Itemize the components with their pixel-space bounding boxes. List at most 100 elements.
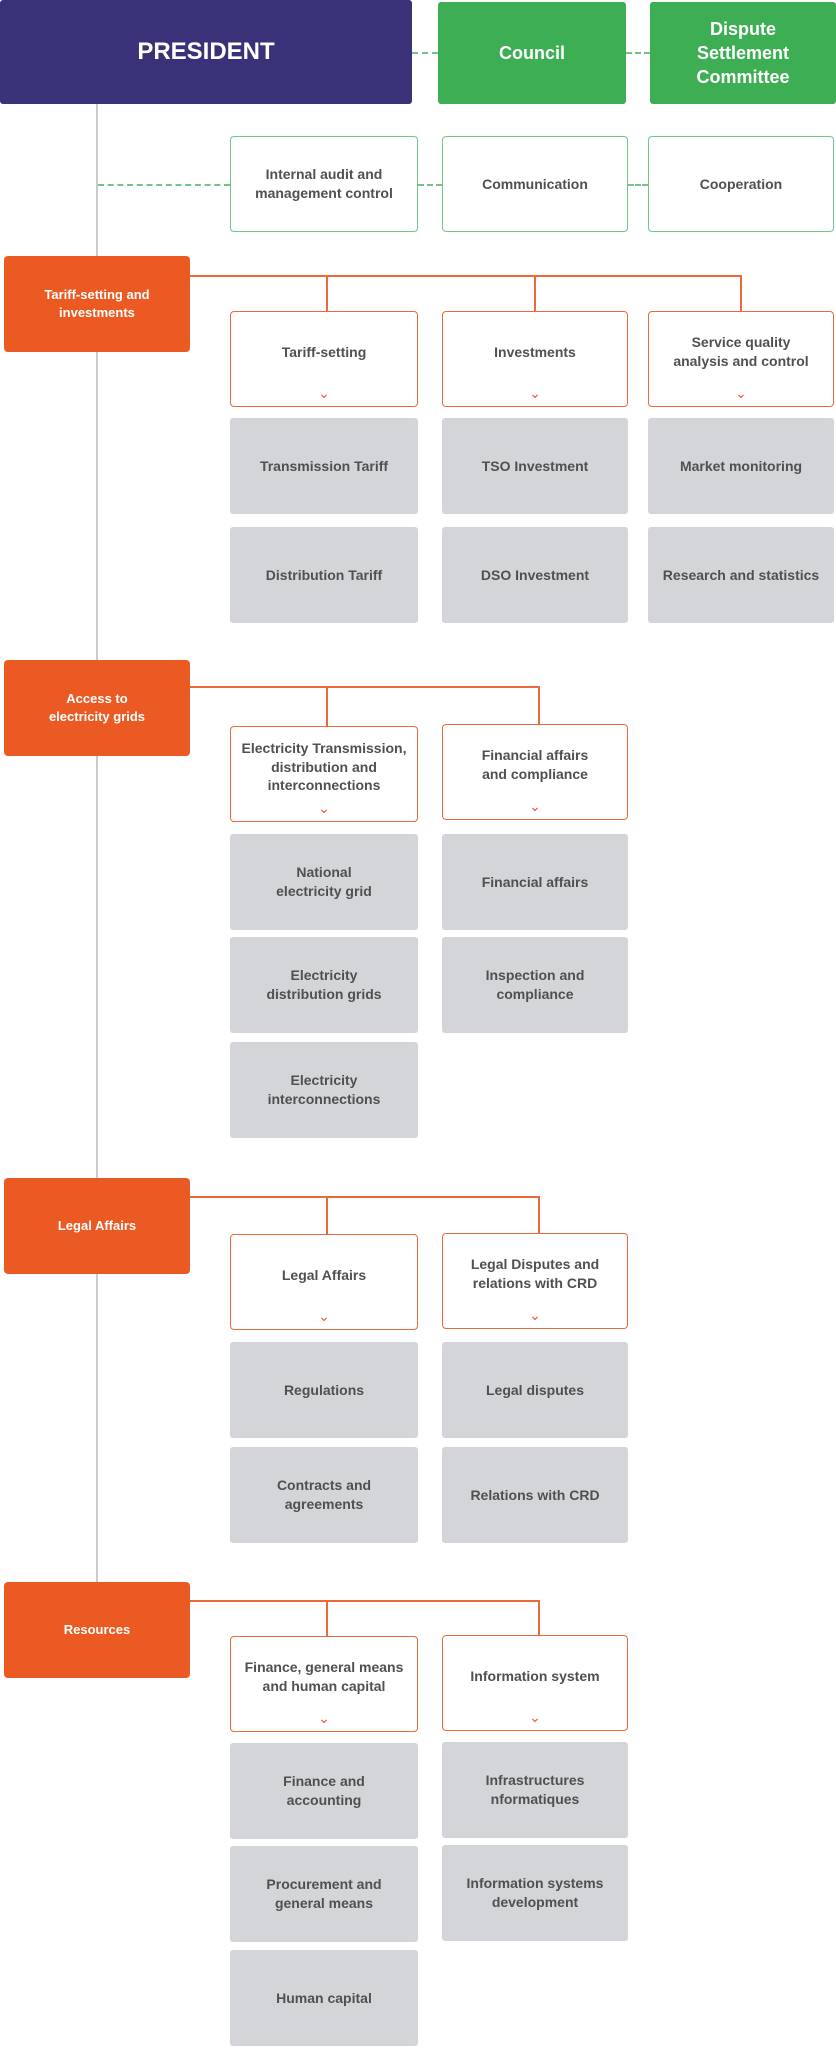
chevron-down-icon: ⌄: [529, 1709, 541, 1725]
cooperation-box[interactable]: Cooperation: [648, 136, 834, 232]
item-label: Human capital: [276, 1989, 372, 2006]
dept3-bus-line: [190, 1600, 539, 1602]
item-legal-disputes[interactable]: Legal disputes: [442, 1342, 628, 1438]
department-tariff-setting[interactable]: Tariff-setting and investments: [4, 256, 190, 352]
unit-tariff-setting[interactable]: Tariff-setting ⌄: [230, 311, 418, 407]
item-label: Research and statistics: [662, 566, 820, 583]
dept2-bus-line: [190, 1196, 539, 1198]
dept0-drop-2: [534, 275, 536, 311]
communication-label: Communication: [482, 175, 588, 192]
dept2-drop-2: [538, 1196, 540, 1233]
council-dispute-connector: [626, 52, 650, 54]
unit-label: Service quality analysis and control: [673, 334, 809, 369]
dept1-bus-line: [190, 686, 539, 688]
dept0-drop-1: [326, 275, 328, 311]
item-label: Market monitoring: [679, 457, 803, 474]
department-label: Tariff-setting and investments: [44, 287, 150, 320]
item-finance-accounting[interactable]: Finance and accounting: [230, 1743, 418, 1839]
item-dso-investment[interactable]: DSO Investment: [442, 527, 628, 623]
item-label: Transmission Tariff: [259, 457, 389, 474]
item-label: Relations with CRD: [470, 1486, 600, 1503]
department-access-grids[interactable]: Access to electricity grids: [4, 660, 190, 756]
chevron-down-icon: ⌄: [318, 1308, 330, 1324]
item-infrastructures[interactable]: Infrastructures nformatiques: [442, 1742, 628, 1838]
unit-label: Financial affairs and compliance: [481, 747, 589, 782]
item-label: Electricity distribution grids: [266, 967, 382, 1002]
chevron-down-icon: ⌄: [318, 385, 330, 401]
item-financial-affairs[interactable]: Financial affairs: [442, 834, 628, 930]
item-label: Procurement and general means: [266, 1876, 382, 1911]
main-spine-line: [96, 104, 98, 1582]
item-research-statistics[interactable]: Research and statistics: [648, 527, 834, 623]
president-box[interactable]: PRESIDENT: [0, 0, 412, 104]
item-relations-crd[interactable]: Relations with CRD: [442, 1447, 628, 1543]
item-label: Distribution Tariff: [265, 566, 383, 583]
dept0-bus-line: [190, 275, 741, 277]
item-procurement[interactable]: Procurement and general means: [230, 1846, 418, 1942]
item-national-grid[interactable]: National electricity grid: [230, 834, 418, 930]
council-label: Council: [499, 42, 565, 63]
item-regulations[interactable]: Regulations: [230, 1342, 418, 1438]
unit-label: Legal Affairs: [281, 1266, 367, 1283]
item-label: National electricity grid: [276, 864, 372, 899]
item-contracts[interactable]: Contracts and agreements: [230, 1447, 418, 1543]
item-label: Contracts and agreements: [276, 1477, 372, 1512]
unit-electricity-transmission[interactable]: Electricity Transmission, distribution a…: [230, 726, 418, 822]
unit-label: Legal Disputes and relations with CRD: [470, 1256, 600, 1291]
item-label: Information systems development: [466, 1875, 604, 1910]
chevron-down-icon: ⌄: [735, 385, 747, 401]
council-box[interactable]: Council: [438, 2, 626, 104]
dept2-drop-1: [326, 1196, 328, 1234]
item-label: Finance and accounting: [283, 1773, 365, 1808]
item-label: Financial affairs: [481, 873, 589, 890]
dispute-committee-box[interactable]: Dispute Settlement Committee: [650, 2, 836, 104]
item-transmission-tariff[interactable]: Transmission Tariff: [230, 418, 418, 514]
unit-financial-compliance[interactable]: Financial affairs and compliance ⌄: [442, 724, 628, 820]
dept0-drop-3: [740, 275, 742, 311]
unit-finance-means[interactable]: Finance, general means and human capital…: [230, 1636, 418, 1732]
internal-audit-box[interactable]: Internal audit and management control: [230, 136, 418, 232]
unit-label: Tariff-setting: [281, 343, 367, 360]
department-label: Legal Affairs: [57, 1218, 137, 1234]
president-label: PRESIDENT: [137, 37, 275, 65]
item-label: Regulations: [283, 1381, 365, 1398]
dept1-drop-1: [326, 686, 328, 726]
unit-service-quality[interactable]: Service quality analysis and control ⌄: [648, 311, 834, 407]
dept3-drop-1: [326, 1600, 328, 1636]
internal-audit-label: Internal audit and management control: [255, 166, 393, 201]
spine-staff-connector: [98, 184, 230, 186]
item-label: Electricity interconnections: [267, 1072, 381, 1107]
unit-information-system[interactable]: Information system ⌄: [442, 1635, 628, 1731]
item-label: TSO Investment: [481, 457, 589, 474]
unit-investments[interactable]: Investments ⌄: [442, 311, 628, 407]
department-resources[interactable]: Resources: [4, 1582, 190, 1678]
department-legal-affairs[interactable]: Legal Affairs: [4, 1178, 190, 1274]
item-human-capital[interactable]: Human capital: [230, 1950, 418, 2046]
chevron-down-icon: ⌄: [318, 1710, 330, 1726]
item-interconnections[interactable]: Electricity interconnections: [230, 1042, 418, 1138]
item-distribution-tariff[interactable]: Distribution Tariff: [230, 527, 418, 623]
chevron-down-icon: ⌄: [529, 385, 541, 401]
unit-legal-affairs[interactable]: Legal Affairs ⌄: [230, 1234, 418, 1330]
item-label: Legal disputes: [485, 1381, 585, 1398]
item-tso-investment[interactable]: TSO Investment: [442, 418, 628, 514]
dept1-drop-2: [538, 686, 540, 724]
item-inspection-compliance[interactable]: Inspection and compliance: [442, 937, 628, 1033]
chevron-down-icon: ⌄: [529, 1307, 541, 1323]
chevron-down-icon: ⌄: [529, 798, 541, 814]
unit-label: Investments: [494, 343, 576, 360]
dept3-drop-2: [538, 1600, 540, 1635]
item-is-development[interactable]: Information systems development: [442, 1845, 628, 1941]
unit-label: Information system: [470, 1667, 600, 1684]
president-council-connector: [412, 52, 438, 54]
item-distribution-grids[interactable]: Electricity distribution grids: [230, 937, 418, 1033]
cooperation-label: Cooperation: [699, 175, 783, 192]
communication-box[interactable]: Communication: [442, 136, 628, 232]
item-market-monitoring[interactable]: Market monitoring: [648, 418, 834, 514]
staff-connector-2: [628, 184, 648, 186]
item-label: DSO Investment: [480, 566, 590, 583]
dispute-committee-label: Dispute Settlement Committee: [696, 18, 790, 88]
unit-legal-disputes[interactable]: Legal Disputes and relations with CRD ⌄: [442, 1233, 628, 1329]
chevron-down-icon: ⌄: [318, 800, 330, 816]
